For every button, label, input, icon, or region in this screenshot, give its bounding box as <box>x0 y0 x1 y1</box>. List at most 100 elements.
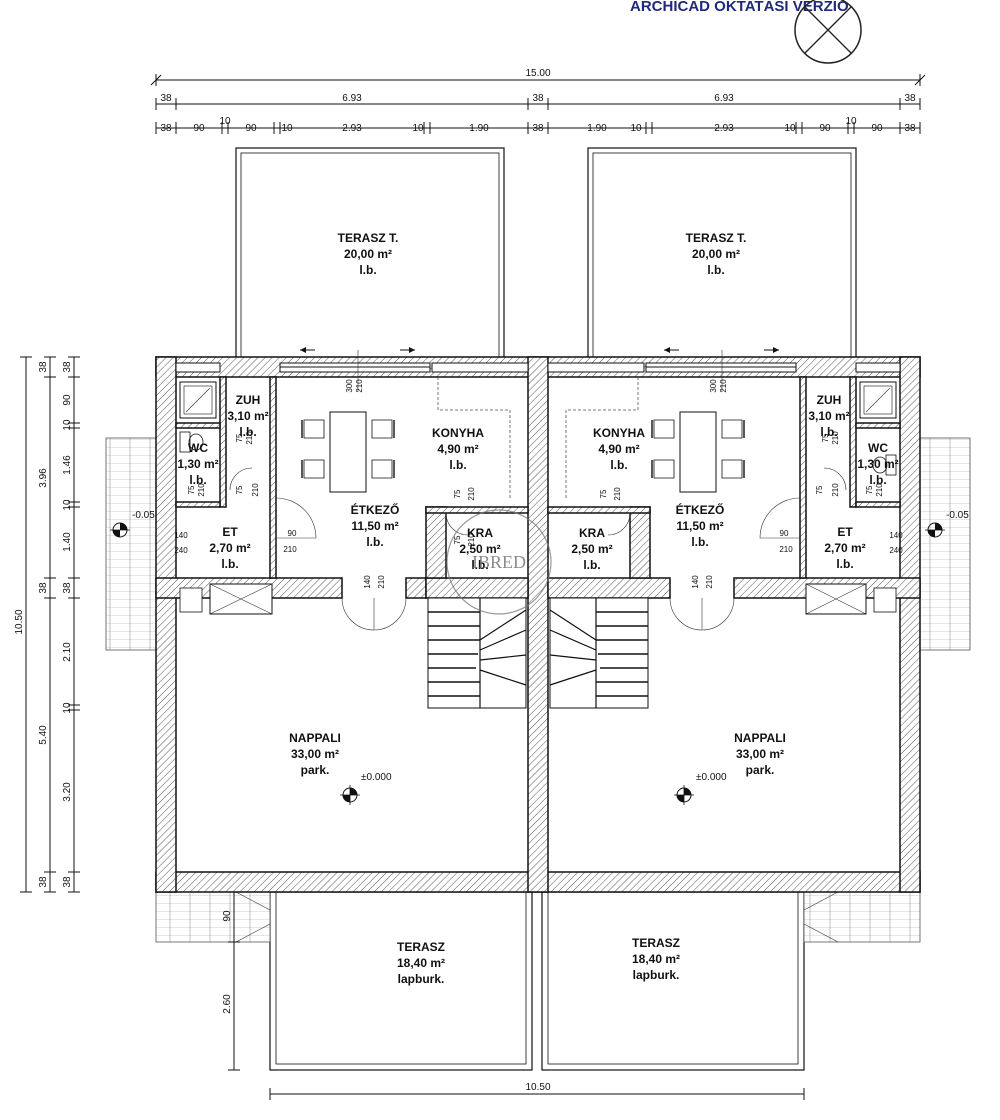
terrace-steps-left <box>155 891 271 943</box>
toilet-left-icon <box>179 431 204 453</box>
dim-left-b-7: 2.10 <box>62 642 73 662</box>
room-area: 33,00 m² <box>736 747 784 761</box>
opening-zuh-left-height: 210 <box>245 431 254 445</box>
room-etkezo-right: ÉTKEZŐ 11,50 m² l.b. <box>676 502 725 549</box>
dim-top-detail-8: 38 <box>532 123 544 134</box>
opening-konyha-right-width: 75 <box>599 489 608 498</box>
dim-top-detail-9: 1.90 <box>587 123 607 134</box>
dim-left-b-10: 38 <box>62 876 73 888</box>
dim-top-detail-15: 90 <box>871 123 883 134</box>
opening-wc-right-width: 75 <box>815 485 824 494</box>
opening-nappali-left-height: 210 <box>377 575 386 589</box>
room-floor: l.b. <box>366 535 383 549</box>
opening-labels: 300 210 300 210 75 210 75 210 75 210 75 … <box>174 379 903 589</box>
dim-left-b-0: 38 <box>62 361 73 373</box>
room-terasz-left: TERASZ 18,40 m² lapburk. <box>397 940 445 986</box>
room-area: 2,70 m² <box>209 541 250 555</box>
left-dimension-total: 10.50 <box>14 356 32 893</box>
dim-left-b-5: 1.40 <box>62 532 73 552</box>
dim-top-detail-7: 1.90 <box>469 123 489 134</box>
room-area: 1,30 m² <box>857 457 898 471</box>
opening-sliding-right-width: 300 <box>709 379 718 393</box>
opening-wc-left-door-height: 210 <box>251 483 260 497</box>
level-marker-entrance-left-icon <box>110 522 130 538</box>
dining-table-right-icon <box>651 411 745 493</box>
dim-top-detail-3: 90 <box>245 123 257 134</box>
room-floor: lapburk. <box>398 972 445 986</box>
opening-sliding-right-height: 210 <box>719 379 728 393</box>
ibred-watermark-logo: IBRED <box>446 509 552 615</box>
dim-top-detail-1: 90 <box>193 123 205 134</box>
room-konyha-right: KONYHA 4,90 m² l.b. <box>593 426 645 472</box>
dim-top-mid-2: 38 <box>532 93 544 104</box>
room-name: KONYHA <box>432 426 484 440</box>
room-floor: l.b. <box>449 458 466 472</box>
opening-sliding-left-height: 210 <box>355 379 364 393</box>
room-floor: lapburk. <box>633 968 680 982</box>
room-area: 4,90 m² <box>598 442 639 456</box>
opening-et-right-width: 90 <box>780 529 789 538</box>
left-dimension-b: 38 90 10 1.46 10 1.40 38 2.10 10 3.20 38 <box>62 356 80 893</box>
dim-left-a-2: 38 <box>38 582 49 594</box>
dim-top-detail-11: 2.93 <box>714 123 734 134</box>
room-floor: l.b. <box>239 425 256 439</box>
toilet-right-icon <box>872 454 897 476</box>
dim-left-b-8: 10 <box>62 702 73 714</box>
left-dimension-a: 38 3.96 38 5.40 38 <box>38 356 56 893</box>
lower-terrace-left <box>269 891 533 1071</box>
level-entrance-right: -0.05 <box>946 510 969 521</box>
terrace-steps-right <box>803 891 921 943</box>
dim-top-mid-3: 6.93 <box>714 93 734 104</box>
room-name: ZUH <box>236 393 261 407</box>
room-name: TERASZ T. <box>686 231 747 245</box>
room-name: WC <box>188 441 208 455</box>
room-floor: l.b. <box>583 558 600 572</box>
kitchen-counters <box>437 377 639 500</box>
room-kra-left: KRA 2,50 m² l.b. <box>459 526 500 572</box>
level-main-left: ±0.000 <box>361 772 392 783</box>
dim-top-detail-12: 10 <box>784 123 796 134</box>
terrace-dimensions: 90 2.60 10.50 <box>222 891 805 1100</box>
room-name: TERASZ T. <box>338 231 399 245</box>
room-etkezo-left: ÉTKEZŐ 11,50 m² l.b. <box>351 502 400 549</box>
room-floor: l.b. <box>869 473 886 487</box>
level-marker-entrance-right-icon <box>925 522 945 538</box>
room-name: NAPPALI <box>734 731 786 745</box>
dim-top-detail-5: 2.93 <box>342 123 362 134</box>
dim-top-detail-16: 38 <box>904 123 916 134</box>
sliding-door-right <box>645 347 797 392</box>
opening-entry-right-width: 140 <box>889 531 903 540</box>
dim-left-b-9: 3.20 <box>62 782 73 802</box>
shower-tray-right-icon <box>859 381 897 419</box>
room-name: ÉTKEZŐ <box>351 502 400 517</box>
dim-left-b-4: 10 <box>62 499 73 511</box>
room-zuh-left: ZUH 3,10 m² l.b. <box>227 393 268 439</box>
room-area: 18,40 m² <box>397 956 445 970</box>
room-floor: l.b. <box>691 535 708 549</box>
opening-zuh-right-height: 210 <box>831 431 840 445</box>
shower-tray-left-icon <box>179 381 217 419</box>
dim-left-b-2: 10 <box>62 419 73 431</box>
top-dimension-total: 15.00 <box>150 68 926 86</box>
opening-entry-right-height: 240 <box>889 546 903 555</box>
room-floor: l.b. <box>836 557 853 571</box>
dim-left-b-3: 1.46 <box>62 455 73 475</box>
room-nappali-right: NAPPALI 33,00 m² park. <box>734 731 786 777</box>
dim-terrace-step: 90 <box>222 910 233 922</box>
room-terasz-right: TERASZ 18,40 m² lapburk. <box>632 936 680 982</box>
dim-left-a-3: 5.40 <box>38 725 49 745</box>
opening-nappali-right-height: 210 <box>705 575 714 589</box>
top-dimension-detail: 38 90 10 90 10 2.93 10 1.90 38 1.90 10 2… <box>155 116 921 134</box>
wardrobe-right-icon <box>805 583 897 615</box>
room-floor: l.b. <box>189 473 206 487</box>
room-terasz-t-right: TERASZ T. 20,00 m² l.b. <box>686 231 747 277</box>
room-area: 1,30 m² <box>177 457 218 471</box>
dim-top-detail-2: 10 <box>219 116 231 127</box>
opening-zuh-left-width: 75 <box>235 433 244 442</box>
dim-left-b-1: 90 <box>62 394 73 406</box>
dim-left-b-6: 38 <box>62 582 73 594</box>
room-name: ÉTKEZŐ <box>676 502 725 517</box>
upper-terrace-right <box>587 147 857 359</box>
upper-terrace-left <box>235 147 505 359</box>
room-area: 2,50 m² <box>571 542 612 556</box>
